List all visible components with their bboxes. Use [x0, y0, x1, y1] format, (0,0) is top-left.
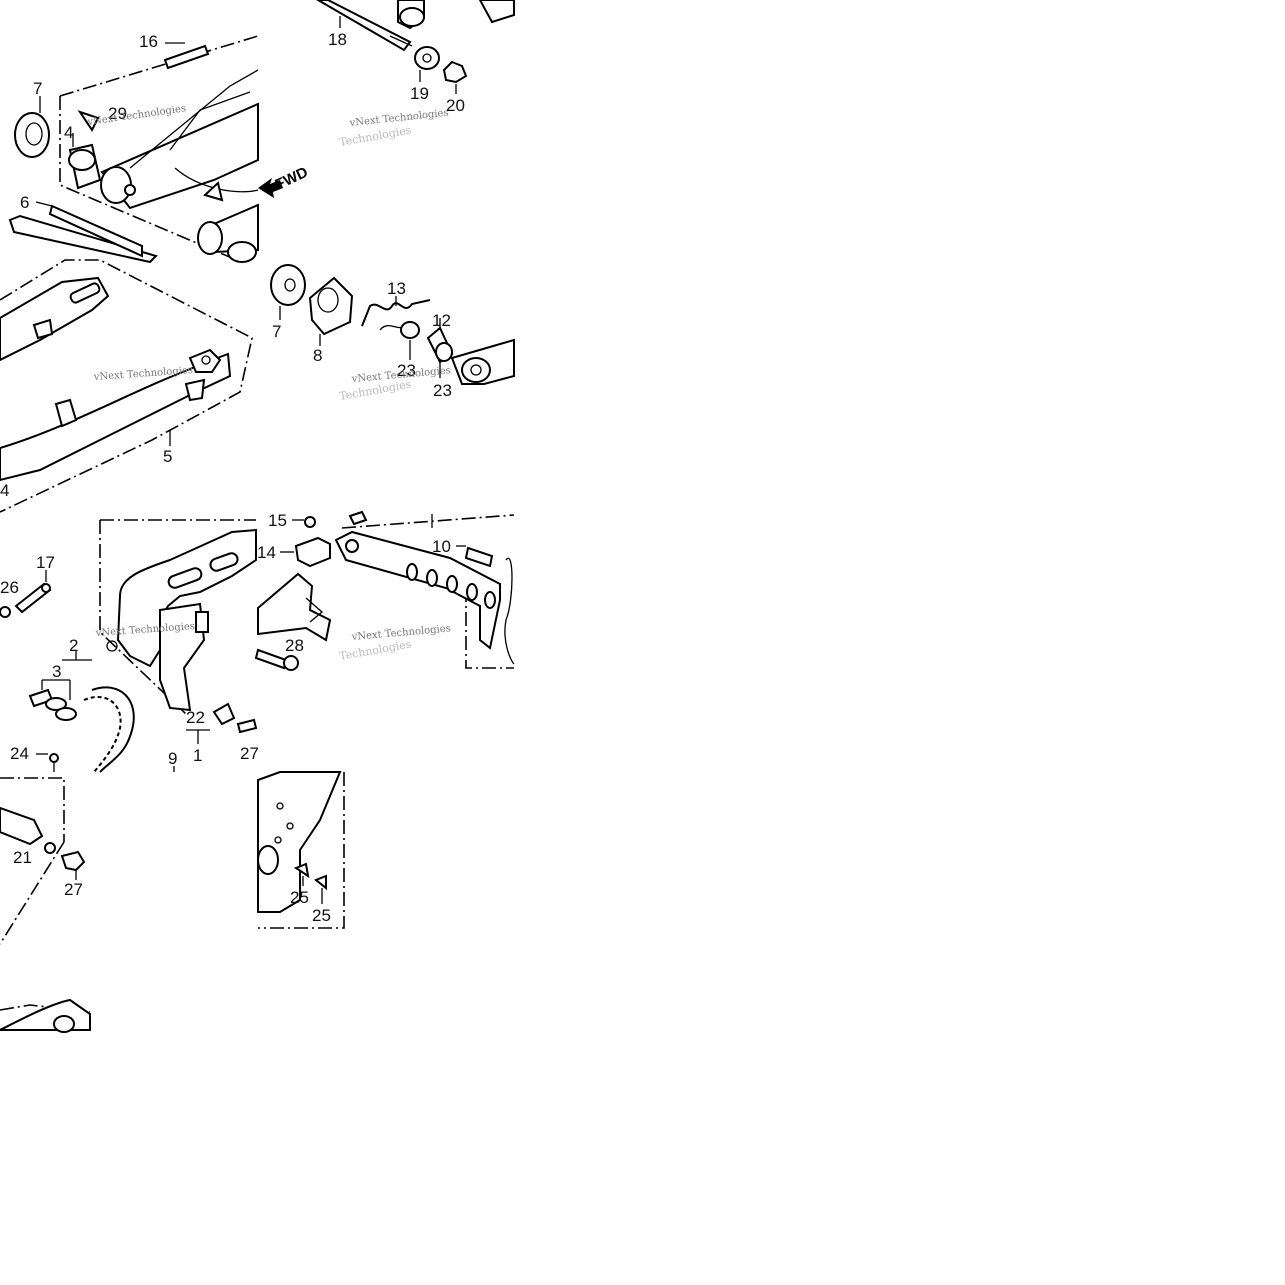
label-23a: 23: [397, 361, 416, 380]
label-24: 24: [10, 744, 29, 763]
label-6: 6: [20, 193, 29, 212]
part-14-block: [294, 536, 331, 568]
label-20: 20: [446, 96, 465, 115]
part-26-nut: [0, 606, 11, 618]
part-20-nut: [442, 60, 468, 84]
tile-lower-right: 15 14 10 28 vNext Technologies Technolog…: [254, 510, 515, 671]
tile-mid-right: 13 12 7 8 23 23 vNext Technologies Techn…: [270, 264, 515, 403]
part-15: [304, 516, 316, 528]
part-7-washer: [270, 264, 306, 306]
swingarm-pivot-tube: [100, 102, 259, 210]
part-24: [49, 753, 59, 763]
label-17: 17: [36, 553, 55, 572]
tile-top-right: FWD 18 19 20 vNext Technologies Technolo…: [258, 0, 515, 198]
label-4b: 4: [0, 481, 9, 500]
part-29: [77, 110, 100, 132]
lower-arm-end: [0, 806, 44, 846]
drive-chain: [91, 686, 135, 773]
part-6-bolt: [8, 214, 158, 264]
label-5: 5: [163, 447, 172, 466]
label-13: 13: [387, 279, 406, 298]
label-18: 18: [328, 30, 347, 49]
tile-top-left: 16 7 29 4 6 vNext Technologies: [8, 32, 259, 264]
part-18-axle: [316, 0, 412, 52]
label-28: 28: [285, 636, 304, 655]
label-22: 22: [186, 708, 205, 727]
lower-bracket: [0, 998, 91, 1031]
label-9: 9: [168, 749, 177, 768]
label-26: 26: [0, 578, 19, 597]
watermark-ghost-6: Technologies: [338, 637, 412, 663]
fwd-arrow-icon: [258, 178, 283, 198]
label-7b: 7: [272, 322, 281, 341]
part-8-collar: [308, 276, 354, 336]
part-22: [212, 702, 236, 726]
label-15: 15: [268, 511, 287, 530]
label-10: 10: [432, 537, 451, 556]
part-7-seal: [14, 112, 50, 158]
label-1: 1: [193, 746, 202, 765]
fwd-label: FWD: [273, 164, 311, 194]
label-16: 16: [139, 32, 158, 51]
chain-case-lower: [257, 771, 342, 913]
part-19-washer: [414, 46, 440, 70]
label-27b: 27: [64, 880, 83, 899]
tile-mid-left: 5 4 vNext Technologies: [0, 259, 253, 513]
label-8: 8: [313, 346, 322, 365]
label-25a: 25: [290, 888, 309, 907]
label-29: 29: [108, 104, 127, 123]
part-28-bolt: [254, 648, 288, 670]
part-16: [163, 44, 210, 70]
part-21: [44, 842, 56, 854]
label-25b: 25: [312, 906, 331, 925]
label-14: 14: [257, 543, 276, 562]
watermark-1: vNext Technologies: [86, 103, 187, 128]
part-25a-screw: [293, 862, 310, 879]
part-27-screw: [236, 718, 258, 734]
part-23-bushing-a: [400, 321, 420, 339]
label-4: 4: [64, 123, 73, 142]
label-19: 19: [410, 84, 429, 103]
tile-bottom-right: 25 25: [257, 771, 345, 929]
label-21: 21: [13, 848, 32, 867]
label-3: 3: [52, 662, 61, 681]
chain-guide-bracket: [257, 572, 332, 642]
tile-bottom-left: 21 27: [0, 777, 91, 1033]
label-7: 7: [33, 79, 42, 98]
part-25b-screw: [314, 874, 327, 891]
part-27b-screw: [60, 850, 86, 872]
part-10: [464, 546, 494, 568]
label-23b: 23: [433, 381, 452, 400]
tile-lower-left: 17 26 2 3 22 1 9 24 27 vNext Technologie…: [0, 519, 259, 773]
label-12: 12: [432, 311, 451, 330]
label-2: 2: [69, 636, 78, 655]
label-27: 27: [240, 744, 259, 763]
part-13-spring: [361, 299, 431, 327]
